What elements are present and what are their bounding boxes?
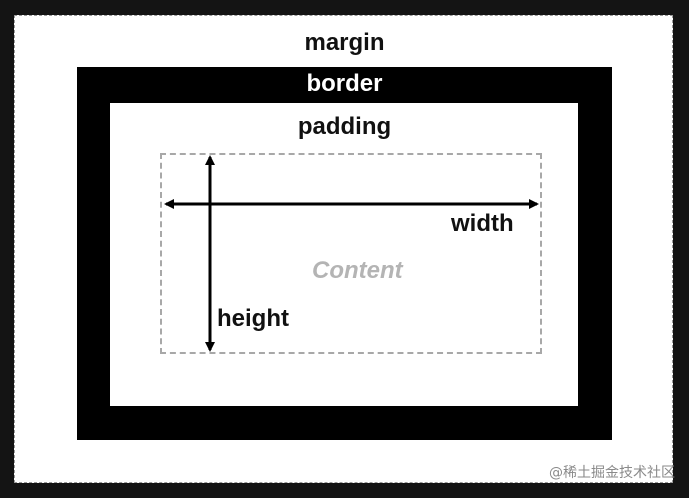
- border-label: border: [306, 70, 383, 97]
- padding-label: padding: [297, 113, 392, 140]
- content-label: Content: [312, 257, 403, 284]
- content-area: [160, 153, 542, 354]
- height-label: height: [217, 305, 289, 332]
- width-label: width: [451, 210, 514, 237]
- margin-label: margin: [304, 29, 385, 56]
- watermark-text: @稀土掘金技术社区: [549, 465, 675, 481]
